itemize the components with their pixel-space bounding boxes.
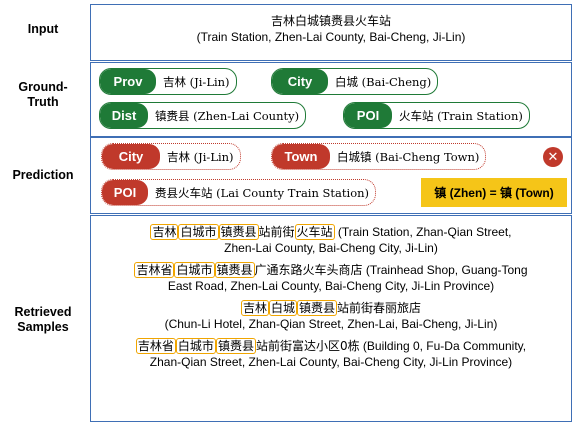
- gt-tag-poi: POI: [344, 103, 392, 128]
- gt-text-dist: 镇赉县 (Zhen-Lai County): [155, 108, 300, 123]
- gt-pill-dist: Dist 镇赉县 (Zhen-Lai County): [99, 102, 307, 129]
- retrieved-samples-panel: 吉林白城市镇赉县站前街火车站 (Train Station, Zhan-Qian…: [90, 215, 572, 422]
- sample-1-hl-4: 火车站: [294, 224, 335, 240]
- sample-3-hl-2: 白城: [268, 300, 297, 316]
- sample-1-hl-1: 吉林: [150, 224, 179, 240]
- sample-1-english-1: (Train Station, Zhan-Qian Street,: [334, 225, 512, 239]
- ground-truth-panel: Prov 吉林 (Ji-Lin) City 白城 (Bai-Cheng) Dis…: [90, 62, 572, 137]
- gt-text-prov: 吉林 (Ji-Lin): [163, 74, 230, 89]
- sample-1-hl-3: 镇赉县: [218, 224, 259, 240]
- sample-2-english-1: (Trainhead Shop, Guang-Tong: [362, 263, 528, 277]
- pred-tag-city: City: [102, 144, 160, 169]
- gt-pill-prov: Prov 吉林 (Ji-Lin): [99, 68, 237, 95]
- sample-3: 吉林白城镇赉县站前街春丽旅店 (Chun-Li Hotel, Zhan-Qian…: [91, 300, 571, 332]
- sample-4-english-1: (Building 0, Fu-Da Community,: [359, 339, 527, 353]
- x-circle-icon: ✕: [543, 147, 563, 167]
- pred-pill-poi: POI 赉县火车站 (Lai County Train Station): [101, 179, 377, 206]
- sample-4-hl-1: 吉林省: [135, 338, 176, 354]
- pred-text-town: 白城镇 (Bai-Cheng Town): [337, 149, 480, 164]
- sample-1-english-2: Zhen-Lai County, Bai-Cheng City, Ji-Lin): [224, 241, 438, 255]
- pred-tag-poi: POI: [102, 180, 148, 205]
- gt-text-city: 白城 (Bai-Cheng): [335, 74, 432, 89]
- gt-text-poi: 火车站 (Train Station): [399, 108, 523, 123]
- input-panel: 吉林白城镇赉县火车站 (Train Station, Zhen-Lai Coun…: [90, 4, 572, 61]
- pred-pill-town: Town 白城镇 (Bai-Cheng Town): [271, 143, 487, 170]
- pred-tag-town: Town: [272, 144, 330, 169]
- sample-3-mid: 站前街春丽旅店: [337, 301, 422, 315]
- sample-4-mid: 站前街富达小区0栋: [255, 339, 360, 353]
- input-chinese: 吉林白城镇赉县火车站: [270, 14, 391, 28]
- gt-pill-city: City 白城 (Bai-Cheng): [271, 68, 439, 95]
- sample-2-mid: 广通东路火车头商店: [254, 263, 363, 277]
- sample-2-english-2: East Road, Zhen-Lai County, Bai-Cheng Ci…: [167, 279, 495, 293]
- pred-text-poi: 赉县火车站 (Lai County Train Station): [155, 185, 370, 200]
- sample-3-hl-1: 吉林: [240, 300, 269, 316]
- gt-tag-dist: Dist: [100, 103, 148, 128]
- sample-2-hl-2: 白城市: [174, 262, 215, 278]
- pred-pill-city: City 吉林 (Ji-Lin): [101, 143, 241, 170]
- sample-2: 吉林省白城市镇赉县广通东路火车头商店 (Trainhead Shop, Guan…: [91, 262, 571, 294]
- sample-1-hl-2: 白城市: [178, 224, 219, 240]
- sample-3-english-2: (Chun-Li Hotel, Zhan-Qian Street, Zhen-L…: [164, 317, 498, 331]
- prediction-note: 镇 (Zhen) = 镇 (Town): [421, 178, 567, 207]
- sample-4-hl-3: 镇赉县: [215, 338, 256, 354]
- gt-tag-prov: Prov: [100, 69, 156, 94]
- row-label-prediction: Prediction: [12, 168, 74, 182]
- gt-pill-poi: POI 火车站 (Train Station): [343, 102, 530, 129]
- pred-text-city: 吉林 (Ji-Lin): [167, 149, 234, 164]
- input-english: (Train Station, Zhen-Lai County, Bai-Che…: [196, 30, 466, 44]
- sample-2-hl-3: 镇赉县: [214, 262, 255, 278]
- sample-4: 吉林省白城市镇赉县站前街富达小区0栋 (Building 0, Fu-Da Co…: [91, 338, 571, 370]
- sample-3-hl-3: 镇赉县: [297, 300, 338, 316]
- gt-tag-city: City: [272, 69, 328, 94]
- sample-1: 吉林白城市镇赉县站前街火车站 (Train Station, Zhan-Qian…: [91, 224, 571, 256]
- sample-4-english-2: Zhan-Qian Street, Zhen-Lai County, Bai-C…: [149, 355, 513, 369]
- row-label-input: Input: [27, 22, 59, 36]
- prediction-panel: City 吉林 (Ji-Lin) Town 白城镇 (Bai-Cheng Tow…: [90, 137, 572, 214]
- sample-4-hl-2: 白城市: [175, 338, 216, 354]
- sample-1-mid: 站前街: [258, 225, 295, 239]
- row-label-ground-truth: Ground- Truth: [18, 80, 68, 109]
- sample-2-hl-1: 吉林省: [134, 262, 175, 278]
- row-label-retrieved-samples: Retrieved Samples: [14, 305, 72, 334]
